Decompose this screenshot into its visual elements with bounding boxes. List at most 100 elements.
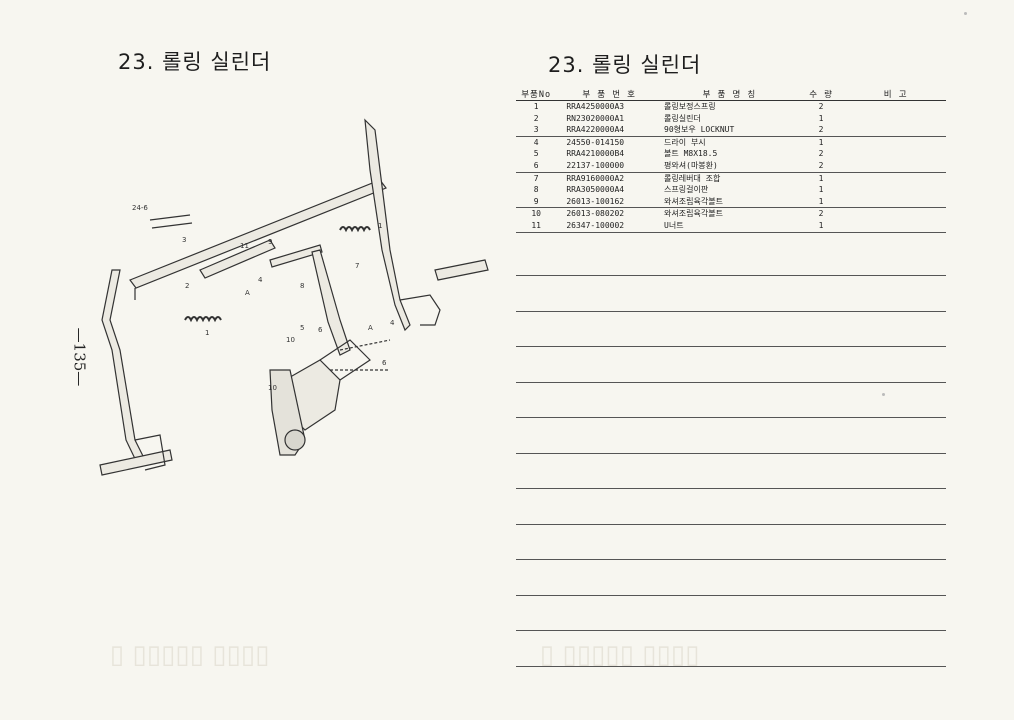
- part-no-cell: 6: [516, 159, 557, 173]
- part-code-cell: RRA4250000A3: [566, 102, 625, 111]
- qty-cell: 1: [818, 173, 824, 183]
- qty-cell: 1: [818, 113, 824, 123]
- table-row: 2 RN23020000A1 롤링실린더 1: [516, 113, 946, 125]
- callout-label: A: [368, 324, 373, 332]
- exploded-parts-drawing: 24-6 3 2 4 11 9 8 7 1 1 5 6 10 10 4 A A …: [99, 118, 489, 476]
- ruled-line: [516, 523, 946, 525]
- callout-label: 24-6: [132, 204, 148, 212]
- callout-label: 7: [355, 262, 359, 270]
- table-row: 4 24550-014150 드라이 부시 1: [516, 136, 946, 148]
- part-code-cell: RRA9160000A2: [566, 173, 625, 183]
- part-code-cell: RRA4220000A4: [556, 124, 655, 137]
- note-cell: [845, 172, 946, 184]
- ruled-line: [516, 665, 946, 667]
- part-name-cell: 스프링걸이판: [664, 185, 709, 195]
- qty-cell: 1: [818, 185, 824, 195]
- table-row: 5 RRA4210000B4 볼트 M8X18.5 2: [516, 148, 946, 160]
- part-name-cell: 와셔조립육각볼트: [664, 209, 723, 219]
- callout-label: 11: [240, 242, 249, 250]
- ruled-line: [516, 630, 946, 631]
- left-page-title: 23. 롤링 실린더: [118, 50, 272, 74]
- qty-cell: 1: [818, 137, 824, 147]
- part-code-cell: RN23020000A1: [566, 113, 625, 123]
- qty-cell: 2: [818, 102, 824, 111]
- ruled-line: [516, 488, 946, 489]
- callout-label: 8: [300, 282, 304, 290]
- callout-label: 1: [378, 222, 382, 230]
- part-name-cell: 드라이 부시: [664, 137, 706, 147]
- part-name-cell: 롤링레버대 조합: [664, 173, 721, 183]
- part-name-cell: 롤링보정스프링: [664, 102, 716, 111]
- part-code-cell: 26013-080202: [566, 209, 625, 219]
- part-code-cell: 22137-100000: [556, 159, 655, 173]
- note-cell: [845, 113, 946, 125]
- note-cell: [845, 184, 946, 196]
- table-row: 7 RRA9160000A2 롤링레버대 조합 1: [516, 172, 946, 184]
- page-number: —135—: [70, 327, 89, 387]
- part-name-cell: 롤링실린더: [664, 113, 701, 123]
- col-header-note: 비 고: [845, 88, 946, 101]
- part-no-cell: 7: [533, 173, 539, 183]
- callout-label: 2: [185, 282, 189, 290]
- callout-label: 4: [258, 276, 263, 284]
- paper-speck: [964, 12, 967, 15]
- note-cell: [845, 159, 946, 173]
- note-cell: [845, 101, 946, 113]
- callout-label: 6: [318, 326, 323, 334]
- qty-cell: 2: [796, 159, 846, 173]
- col-header-qty: 수 량: [796, 88, 846, 101]
- part-no-cell: 4: [533, 137, 539, 147]
- note-cell: [845, 208, 946, 220]
- part-code-cell: 24550-014150: [566, 137, 625, 147]
- ruled-line: [516, 559, 946, 560]
- part-name-cell: 90형보우 LOCKNUT: [654, 124, 797, 137]
- part-name-cell: U너트: [654, 219, 797, 233]
- callout-label: 4: [390, 319, 395, 327]
- callout-label: 5: [300, 324, 304, 332]
- part-no-cell: 5: [533, 149, 539, 159]
- ruled-line: [516, 310, 946, 312]
- callout-label: 10: [286, 336, 295, 344]
- bleed-through-mark: ▯▯▯▯ ▯▯▯▯▯ ▯: [110, 640, 270, 670]
- col-header-name: 부 품 명 칭: [654, 88, 797, 101]
- qty-cell: 1: [796, 219, 846, 233]
- part-code-cell: RRA3050000A4: [566, 185, 625, 195]
- col-header-no: 부품No: [516, 88, 557, 101]
- ruled-line: [516, 417, 946, 418]
- note-cell: [845, 124, 946, 137]
- ruled-line: [516, 275, 946, 276]
- part-no-cell: 2: [533, 113, 539, 123]
- qty-cell: 2: [818, 209, 824, 219]
- note-cell: [845, 219, 946, 233]
- ruled-line: [516, 452, 946, 454]
- part-no-cell: 10: [531, 209, 541, 219]
- part-no-cell: 8: [533, 185, 539, 195]
- callout-label: 3: [182, 236, 186, 244]
- part-name-cell: 평와셔(마봉환): [654, 159, 797, 173]
- qty-cell: 1: [796, 195, 846, 209]
- col-header-code: 부 품 번 호: [556, 88, 655, 101]
- parts-table: 부품No 부 품 번 호 부 품 명 칭 수 량 비 고 1 RRA4250000…: [516, 88, 946, 233]
- part-name-cell: 와셔조립육각볼트: [654, 195, 797, 209]
- part-no-cell: 11: [516, 219, 557, 233]
- part-no-cell: 9: [516, 195, 557, 209]
- note-cell: [845, 136, 946, 148]
- callout-label: 10: [268, 384, 277, 392]
- part-code-cell: 26347-100002: [556, 219, 655, 233]
- part-name-cell: 볼트 M8X18.5: [664, 149, 718, 159]
- part-code-cell: RRA4210000B4: [566, 149, 625, 159]
- part-no-cell: 3: [516, 124, 557, 137]
- note-cell: [845, 148, 946, 160]
- right-page-title: 23. 롤링 실린더: [548, 53, 702, 77]
- table-header-row: 부품No 부 품 번 호 부 품 명 칭 수 량 비 고: [516, 88, 946, 101]
- qty-cell: 2: [818, 149, 824, 159]
- part-code-cell: 26013-100162: [556, 195, 655, 209]
- ruled-line: [516, 381, 946, 383]
